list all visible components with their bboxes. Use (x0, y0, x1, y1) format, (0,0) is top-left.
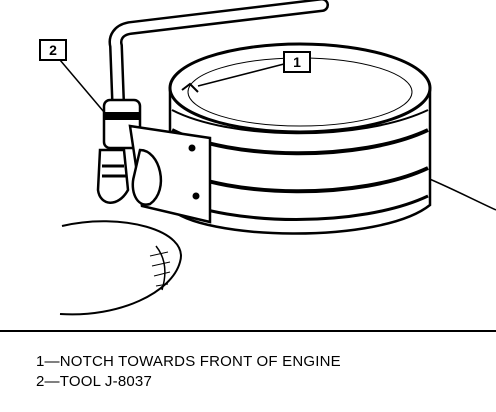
callout-1-number: 1 (293, 54, 301, 70)
callout-2: 2 (39, 39, 105, 113)
legend-item-1: 1—NOTCH TOWARDS FRONT OF ENGINE (36, 353, 341, 370)
caption-divider (0, 330, 496, 332)
callout-1: 1 (197, 51, 311, 87)
figure-legend: 1—NOTCH TOWARDS FRONT OF ENGINE 2—TOOL J… (36, 352, 341, 392)
ring-compressor-tool (96, 0, 329, 224)
piston (168, 42, 432, 235)
cylinder-bore (59, 220, 182, 316)
block-surface-line (419, 174, 496, 211)
legend-item-2: 2—TOOL J-8037 (36, 373, 152, 390)
piston-notch (181, 82, 199, 93)
callout-2-number: 2 (49, 42, 57, 58)
piston-ring-compressor-illustration: 1 2 (39, 0, 496, 316)
